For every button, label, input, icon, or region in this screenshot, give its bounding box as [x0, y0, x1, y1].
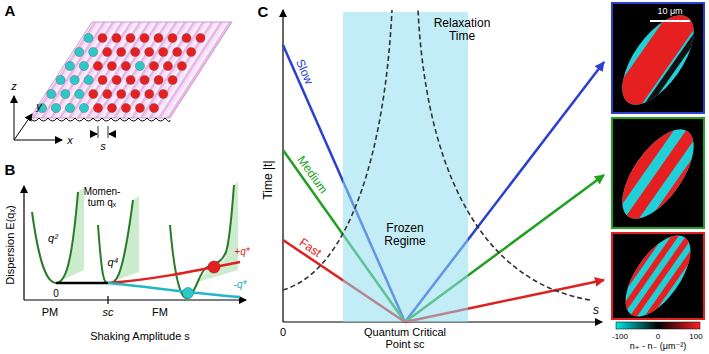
domain-images [590, 0, 709, 354]
panel-letter: A [5, 3, 16, 20]
axis-name: s [593, 304, 599, 317]
axis-name: y [36, 100, 42, 112]
panel-letter: B [5, 162, 16, 179]
dispersion-illustration [24, 182, 246, 304]
critical-name: Quantum Critical Point sc [353, 326, 457, 350]
tick-number: 0 [53, 288, 59, 299]
spacing-name: s [100, 140, 106, 152]
colorbar-title: n₊ - n₋ (μm⁻²) [630, 342, 686, 352]
tick-number: 0 [280, 326, 286, 338]
colorbar-tick: -100 [612, 333, 628, 342]
lattice-illustration [14, 22, 232, 140]
momentum-name: +q* [234, 246, 249, 257]
momentum-name: -q* [234, 279, 247, 290]
scale-bar: 10 μm [657, 7, 682, 17]
panel-letter: C [258, 4, 269, 21]
axis-title: Momen-tum qₓ [81, 186, 123, 208]
axis-title: Time |t| [262, 160, 275, 199]
phase-name: FM [152, 306, 168, 318]
phase-name: PM [42, 306, 59, 318]
curve-name: Relaxation Time [424, 17, 500, 43]
curve-name: q⁴ [108, 256, 119, 268]
colorbar-tick: 0 [656, 333, 660, 342]
critical-name: sc [103, 306, 114, 318]
curve-name: q² [48, 232, 58, 244]
region-name: Frozen Regime [373, 222, 437, 248]
axis-name: x [67, 134, 73, 146]
colorbar-tick: 100 [689, 333, 702, 342]
axis-title: Shaking Amplitude s [90, 330, 190, 342]
axis-title: Dispersion E(qₓ) [4, 205, 16, 284]
quench-illustration [283, 10, 604, 322]
axis-name: z [11, 80, 17, 92]
